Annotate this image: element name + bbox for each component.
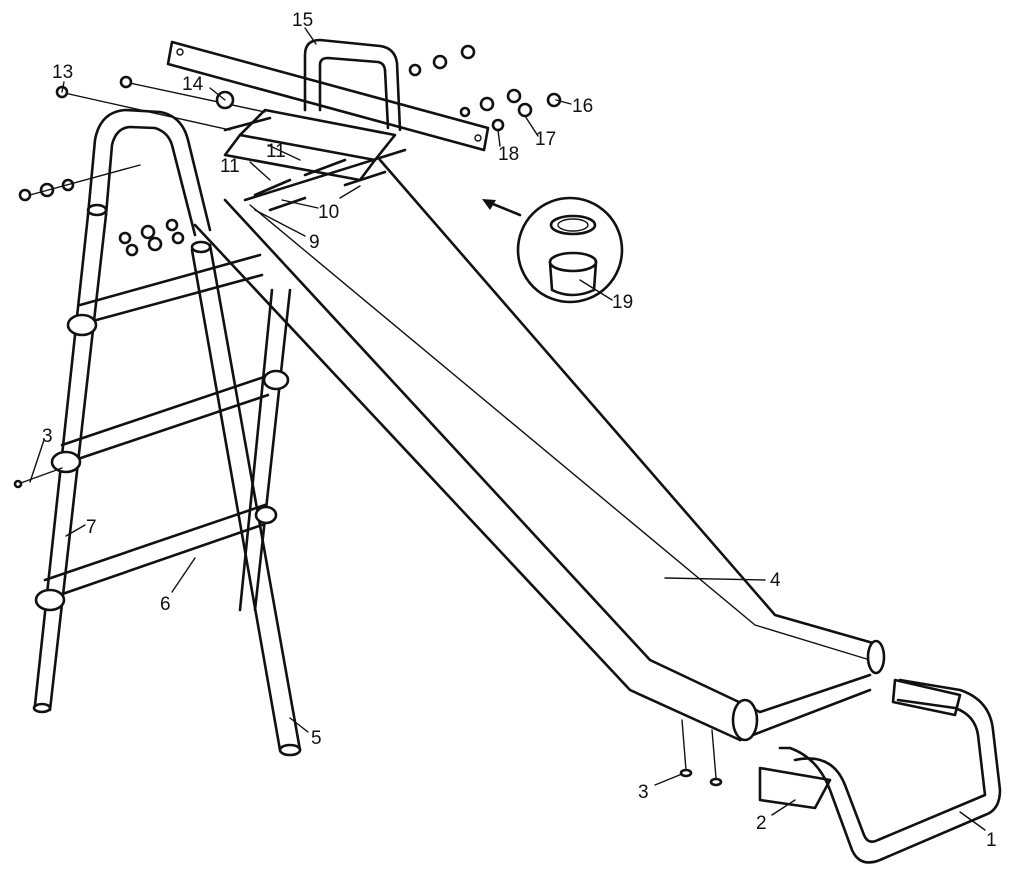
callout-4: 4 <box>770 570 781 591</box>
exit-frame <box>778 678 1002 864</box>
callout-11-upper: 11 <box>266 141 286 162</box>
callout-1: 1 <box>986 830 997 851</box>
callout-10: 10 <box>318 202 339 223</box>
callout-3-side: 3 <box>42 426 53 447</box>
ladder-rungs <box>34 253 290 612</box>
callout-13: 13 <box>52 62 73 83</box>
cross-brace-bar <box>166 40 490 152</box>
callout-15: 15 <box>292 10 313 31</box>
slide-chute <box>193 148 886 742</box>
callout-9: 9 <box>309 232 320 253</box>
callout-3-bottom: 3 <box>638 782 649 803</box>
bottom-screws <box>679 719 723 787</box>
callout-16: 16 <box>572 96 593 117</box>
exit-bracket <box>758 678 962 810</box>
side-screw <box>13 467 63 489</box>
callout-14: 14 <box>182 74 204 95</box>
hardware-bolts <box>59 81 387 212</box>
ladder-right-rail <box>190 240 302 757</box>
callout-labels: 1 2 3 3 4 5 6 7 9 10 11 11 13 14 15 16 1… <box>42 10 997 851</box>
callout-7: 7 <box>86 517 97 538</box>
callout-11-lower: 11 <box>220 156 240 177</box>
callout-19: 19 <box>612 292 633 313</box>
top-handrail <box>303 38 402 132</box>
detail-inset <box>482 196 624 304</box>
callout-17: 17 <box>535 129 556 150</box>
top-step <box>223 108 397 182</box>
callout-5: 5 <box>311 728 322 749</box>
ladder-rear-rail <box>238 288 292 612</box>
hardware-nuts <box>18 44 562 257</box>
ladder-top-arch <box>86 108 212 237</box>
callout-18: 18 <box>498 144 519 165</box>
leader-lines <box>29 27 986 831</box>
callout-2: 2 <box>756 813 767 834</box>
callout-6: 6 <box>160 594 171 615</box>
